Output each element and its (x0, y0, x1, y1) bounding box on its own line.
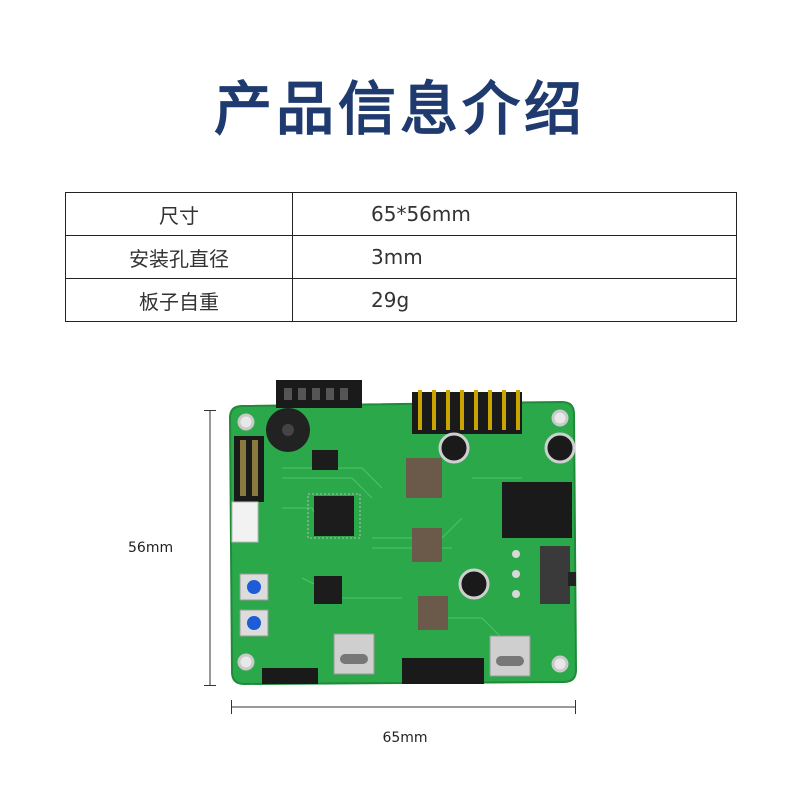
pcb-board-image (228, 380, 578, 686)
spec-label: 板子自重 (65, 278, 293, 322)
spec-value: 3mm (292, 235, 737, 279)
spec-label: 尺寸 (65, 192, 293, 236)
page-title: 产品信息介绍 (213, 75, 586, 143)
table-row: 板子自重 29g (65, 278, 737, 322)
spec-label: 安装孔直径 (65, 235, 293, 279)
spec-table: 尺寸 65*56mm 安装孔直径 3mm 板子自重 29g (65, 192, 737, 322)
height-dimension-line (204, 410, 216, 686)
height-label: 56mm (128, 540, 174, 556)
width-label: 65mm (382, 730, 428, 746)
table-row: 尺寸 65*56mm (65, 192, 737, 236)
width-dimension-line (231, 700, 576, 714)
spec-value: 29g (292, 278, 737, 322)
table-row: 安装孔直径 3mm (65, 235, 737, 279)
spec-value: 65*56mm (292, 192, 737, 236)
